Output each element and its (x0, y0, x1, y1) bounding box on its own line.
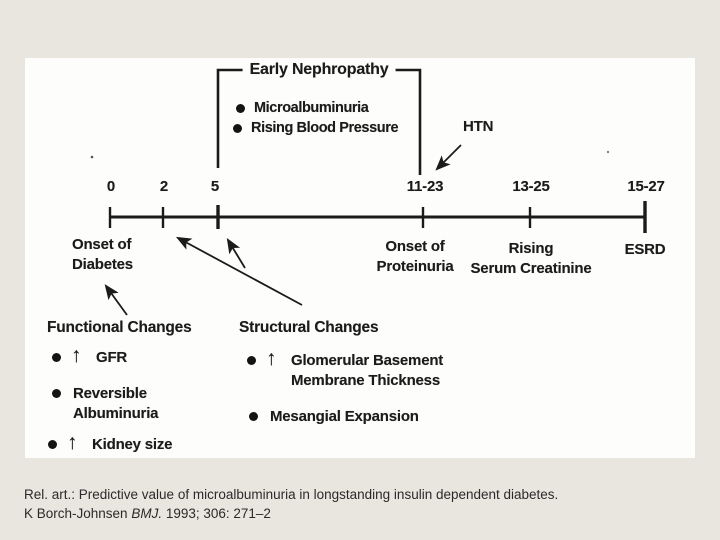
citation-journal: BMJ. (131, 505, 163, 521)
citation-line1: Rel. art.: Predictive value of microalbu… (24, 487, 559, 502)
structural-item-text: Mesangial Expansion (270, 408, 419, 425)
structural-arrow-to-5 (226, 237, 246, 269)
structural-item-gbm-thickness: ↑ Glomerular Basement Membrane Thickness (247, 347, 444, 391)
functional-arrow (104, 284, 128, 316)
tick-label-0: 0 (106, 178, 116, 195)
citation: Rel. art.: Predictive value of microalbu… (24, 486, 696, 523)
scan-speck (606, 150, 610, 154)
citation-ref: 1993; 306: 271–2 (162, 505, 271, 521)
htn-label: HTN (463, 118, 494, 135)
functional-item-gfr: ↑ GFR (52, 344, 128, 368)
milestone-onset-diabetes: Onset of Diabetes (72, 236, 133, 273)
bullet-icon (249, 412, 258, 421)
scan-speck (90, 155, 94, 159)
nephropathy-timeline-figure: Early Nephropathy Microalbuminuria Risin… (25, 58, 695, 458)
up-arrow-icon: ↑ (67, 431, 78, 454)
tick-label-11-23: 11-23 (406, 178, 444, 195)
citation-author: K Borch-Johnsen (24, 505, 132, 521)
bullet-icon (48, 440, 57, 449)
functional-item-text: Reversible Albuminuria (73, 385, 159, 422)
milestone-rising-creatinine: Rising Serum Creatinine (470, 240, 592, 277)
bullet-icon (52, 353, 61, 362)
timeline-axis (108, 201, 647, 233)
early-nephropathy-label: Early Nephropathy (242, 60, 396, 80)
functional-item-kidney-size: ↑ Kidney size (48, 431, 173, 455)
annotation-arrows (104, 144, 462, 316)
bullet-icon (233, 124, 242, 133)
htn-arrow (435, 144, 462, 171)
tick-label-13-25: 13-25 (512, 178, 550, 195)
citation-line2: K Borch-Johnsen BMJ. 1993; 306: 271–2 (24, 505, 696, 524)
tick-label-2: 2 (159, 178, 169, 195)
structural-arrow-to-2 (175, 236, 303, 306)
functional-changes-heading: Functional Changes (47, 319, 192, 336)
bracket-bullet-text: Microalbuminuria (254, 100, 369, 116)
functional-item-reversible-albuminuria: Reversible Albuminuria (52, 384, 159, 424)
bullet-icon (52, 389, 61, 398)
milestone-onset-proteinuria: Onset of Proteinuria (376, 238, 454, 275)
up-arrow-icon: ↑ (266, 347, 277, 370)
bullet-icon (247, 356, 256, 365)
bracket-bullet-microalbuminuria: Microalbuminuria (236, 99, 369, 118)
up-arrow-icon: ↑ (71, 344, 82, 367)
structural-changes-heading: Structural Changes (239, 319, 379, 336)
tick-label-15-27: 15-27 (627, 178, 665, 195)
structural-item-text: Glomerular Basement Membrane Thickness (291, 352, 444, 389)
tick-label-5: 5 (210, 178, 220, 195)
functional-item-text: Kidney size (92, 436, 173, 453)
bracket-bullet-rising-bp: Rising Blood Pressure (233, 119, 399, 138)
milestone-esrd: ESRD (624, 241, 666, 258)
structural-item-mesangial-expansion: Mesangial Expansion (249, 407, 419, 427)
bullet-icon (236, 104, 245, 113)
functional-item-text: GFR (96, 349, 128, 366)
bracket-bullet-text: Rising Blood Pressure (251, 120, 399, 136)
